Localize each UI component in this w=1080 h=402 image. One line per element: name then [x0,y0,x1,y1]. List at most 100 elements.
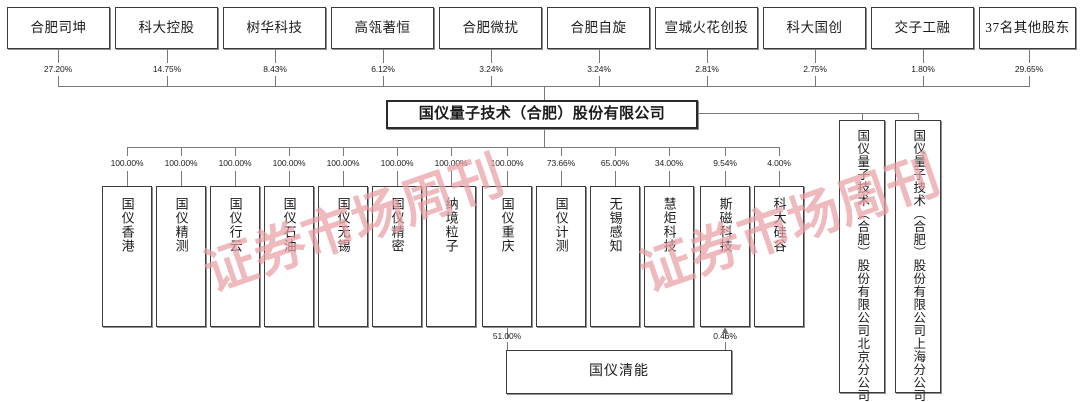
connector-drop [343,147,344,156]
sub-subsidiary-box[interactable]: 国仪清能 [506,350,732,394]
connector-drop [181,147,182,156]
shareholder-label: 科大控股 [138,20,195,36]
shareholder-label: 树华科技 [246,20,303,36]
branch-bus-line [862,113,918,114]
connector-stub [507,171,508,186]
connector-stub [491,49,492,63]
connector-stub [725,171,726,186]
connector-stub [383,49,384,63]
sub-subsidiary-label: 国仪清能 [589,364,649,380]
shareholder-percent: 2.81% [695,64,719,74]
shareholder-label: 交子工融 [894,20,951,36]
connector-drop [383,76,384,86]
branch-office-label: 国仪量子技术（合肥）股份有限公司北京分公司 [855,129,870,402]
connector-drop [451,147,452,156]
branch-feed-line [698,113,918,114]
shareholder-percent: 3.24% [587,64,611,74]
connector-stub [561,171,562,186]
shareholder-percent: 29.65% [1014,64,1044,74]
connector-drop [725,147,726,156]
shareholder-box[interactable]: 37名其他股东 [979,7,1076,49]
shareholder-label: 宣城火花创投 [664,20,749,36]
subsidiary-label: 国仪石油 [281,197,297,253]
connector-drop [725,342,726,351]
connector-drop [127,147,128,156]
shareholder-percent: 1.80% [911,64,935,74]
connector-stub [599,49,600,63]
subsidiary-percent: 65.00% [600,158,630,168]
sub-subsidiary-percent: 51.00% [492,331,522,341]
sub-subsidiary-percent: 0.46% [713,331,737,341]
subsidiary-label: 国仪重庆 [499,197,515,253]
connector-drop [275,76,276,86]
subsidiary-label: 国仪香港 [119,197,135,253]
subsidiary-percent: 100.00% [434,158,468,168]
branch-office-box[interactable]: 国仪量子技术（合肥）股份有限公司上海分公司 [895,120,941,402]
subsidiary-label: 斯磁科技 [717,197,733,253]
connector-stub [58,49,59,63]
subsidiary-percent: 100.00% [272,158,306,168]
connector-drop [507,147,508,156]
connector-stub [725,332,726,339]
subsidiary-box[interactable]: 无锡感知 [590,186,640,327]
subsidiary-box[interactable]: 国仪石油 [264,186,314,327]
shareholder-box[interactable]: 合肥自旋 [547,7,650,49]
connector-stub [397,171,398,186]
connector-stub [779,171,780,186]
connector-drop [923,76,924,86]
main-company-feed-line [544,86,545,101]
shareholder-box[interactable]: 合肥微扰 [439,7,542,49]
shareholder-box[interactable]: 科大国创 [763,7,866,49]
connector-drop [669,147,670,156]
connector-drop [235,147,236,156]
main-company-box[interactable]: 国仪量子技术（合肥）股份有限公司 [386,100,698,129]
subsidiary-box[interactable]: 慧炬科技 [644,186,694,327]
subsidiary-box[interactable]: 国仪行云 [210,186,260,327]
connector-stub [275,49,276,63]
connector-stub [343,171,344,186]
subsidiary-percent: 100.00% [380,158,414,168]
subsidiary-label: 国仪精测 [173,197,189,253]
shareholder-box[interactable]: 宣城火花创投 [655,7,758,49]
shareholder-label: 高瓴著恒 [354,20,411,36]
connector-drop [1029,76,1030,86]
shareholder-percent: 14.75% [152,64,182,74]
shareholder-box[interactable]: 科大控股 [115,7,218,49]
connector-drop [491,76,492,86]
shareholder-box[interactable]: 交子工融 [871,7,974,49]
subsidiary-label: 国仪行云 [227,197,243,253]
shareholder-box[interactable]: 高瓴著恒 [331,7,434,49]
connector-stub [615,171,616,186]
subsidiary-box[interactable]: 国仪计测 [536,186,586,327]
connector-drop [561,147,562,156]
connector-drop [397,147,398,156]
subsidiary-label: 国仪无锡 [335,197,351,253]
subsidiary-box[interactable]: 斯磁科技 [700,186,750,327]
shareholder-percent: 8.43% [263,64,287,74]
subsidiary-label: 慧炬科技 [661,197,677,253]
subsidiary-box[interactable]: 国仪无锡 [318,186,368,327]
subsidiary-percent: 73.66% [546,158,576,168]
shareholder-label: 科大国创 [786,20,843,36]
subsidiary-percent: 100.00% [164,158,198,168]
shareholder-box[interactable]: 合肥司坤 [7,7,110,49]
subsidiary-box[interactable]: 国仪香港 [102,186,152,327]
subsidiary-percent: 100.00% [110,158,144,168]
subsidiary-label: 国仪精密 [389,197,405,253]
connector-stub [235,171,236,186]
subsidiary-box[interactable]: 科大硅谷 [754,186,804,327]
subsidiary-box[interactable]: 纳境粒子 [426,186,476,327]
main-company-label: 国仪量子技术（合肥）股份有限公司 [418,106,666,123]
shareholder-box[interactable]: 树华科技 [223,7,326,49]
shareholder-label: 合肥微扰 [462,20,519,36]
subsidiary-percent: 100.00% [490,158,524,168]
branch-office-box[interactable]: 国仪量子技术（合肥）股份有限公司北京分公司 [839,120,885,402]
connector-stub [289,171,290,186]
subsidiary-box[interactable]: 国仪精密 [372,186,422,327]
connector-drop [507,342,508,351]
subsidiary-box[interactable]: 国仪重庆 [482,186,532,327]
connector-stub [507,327,508,339]
subsidiary-box[interactable]: 国仪精测 [156,186,206,327]
connector-drop [779,147,780,156]
